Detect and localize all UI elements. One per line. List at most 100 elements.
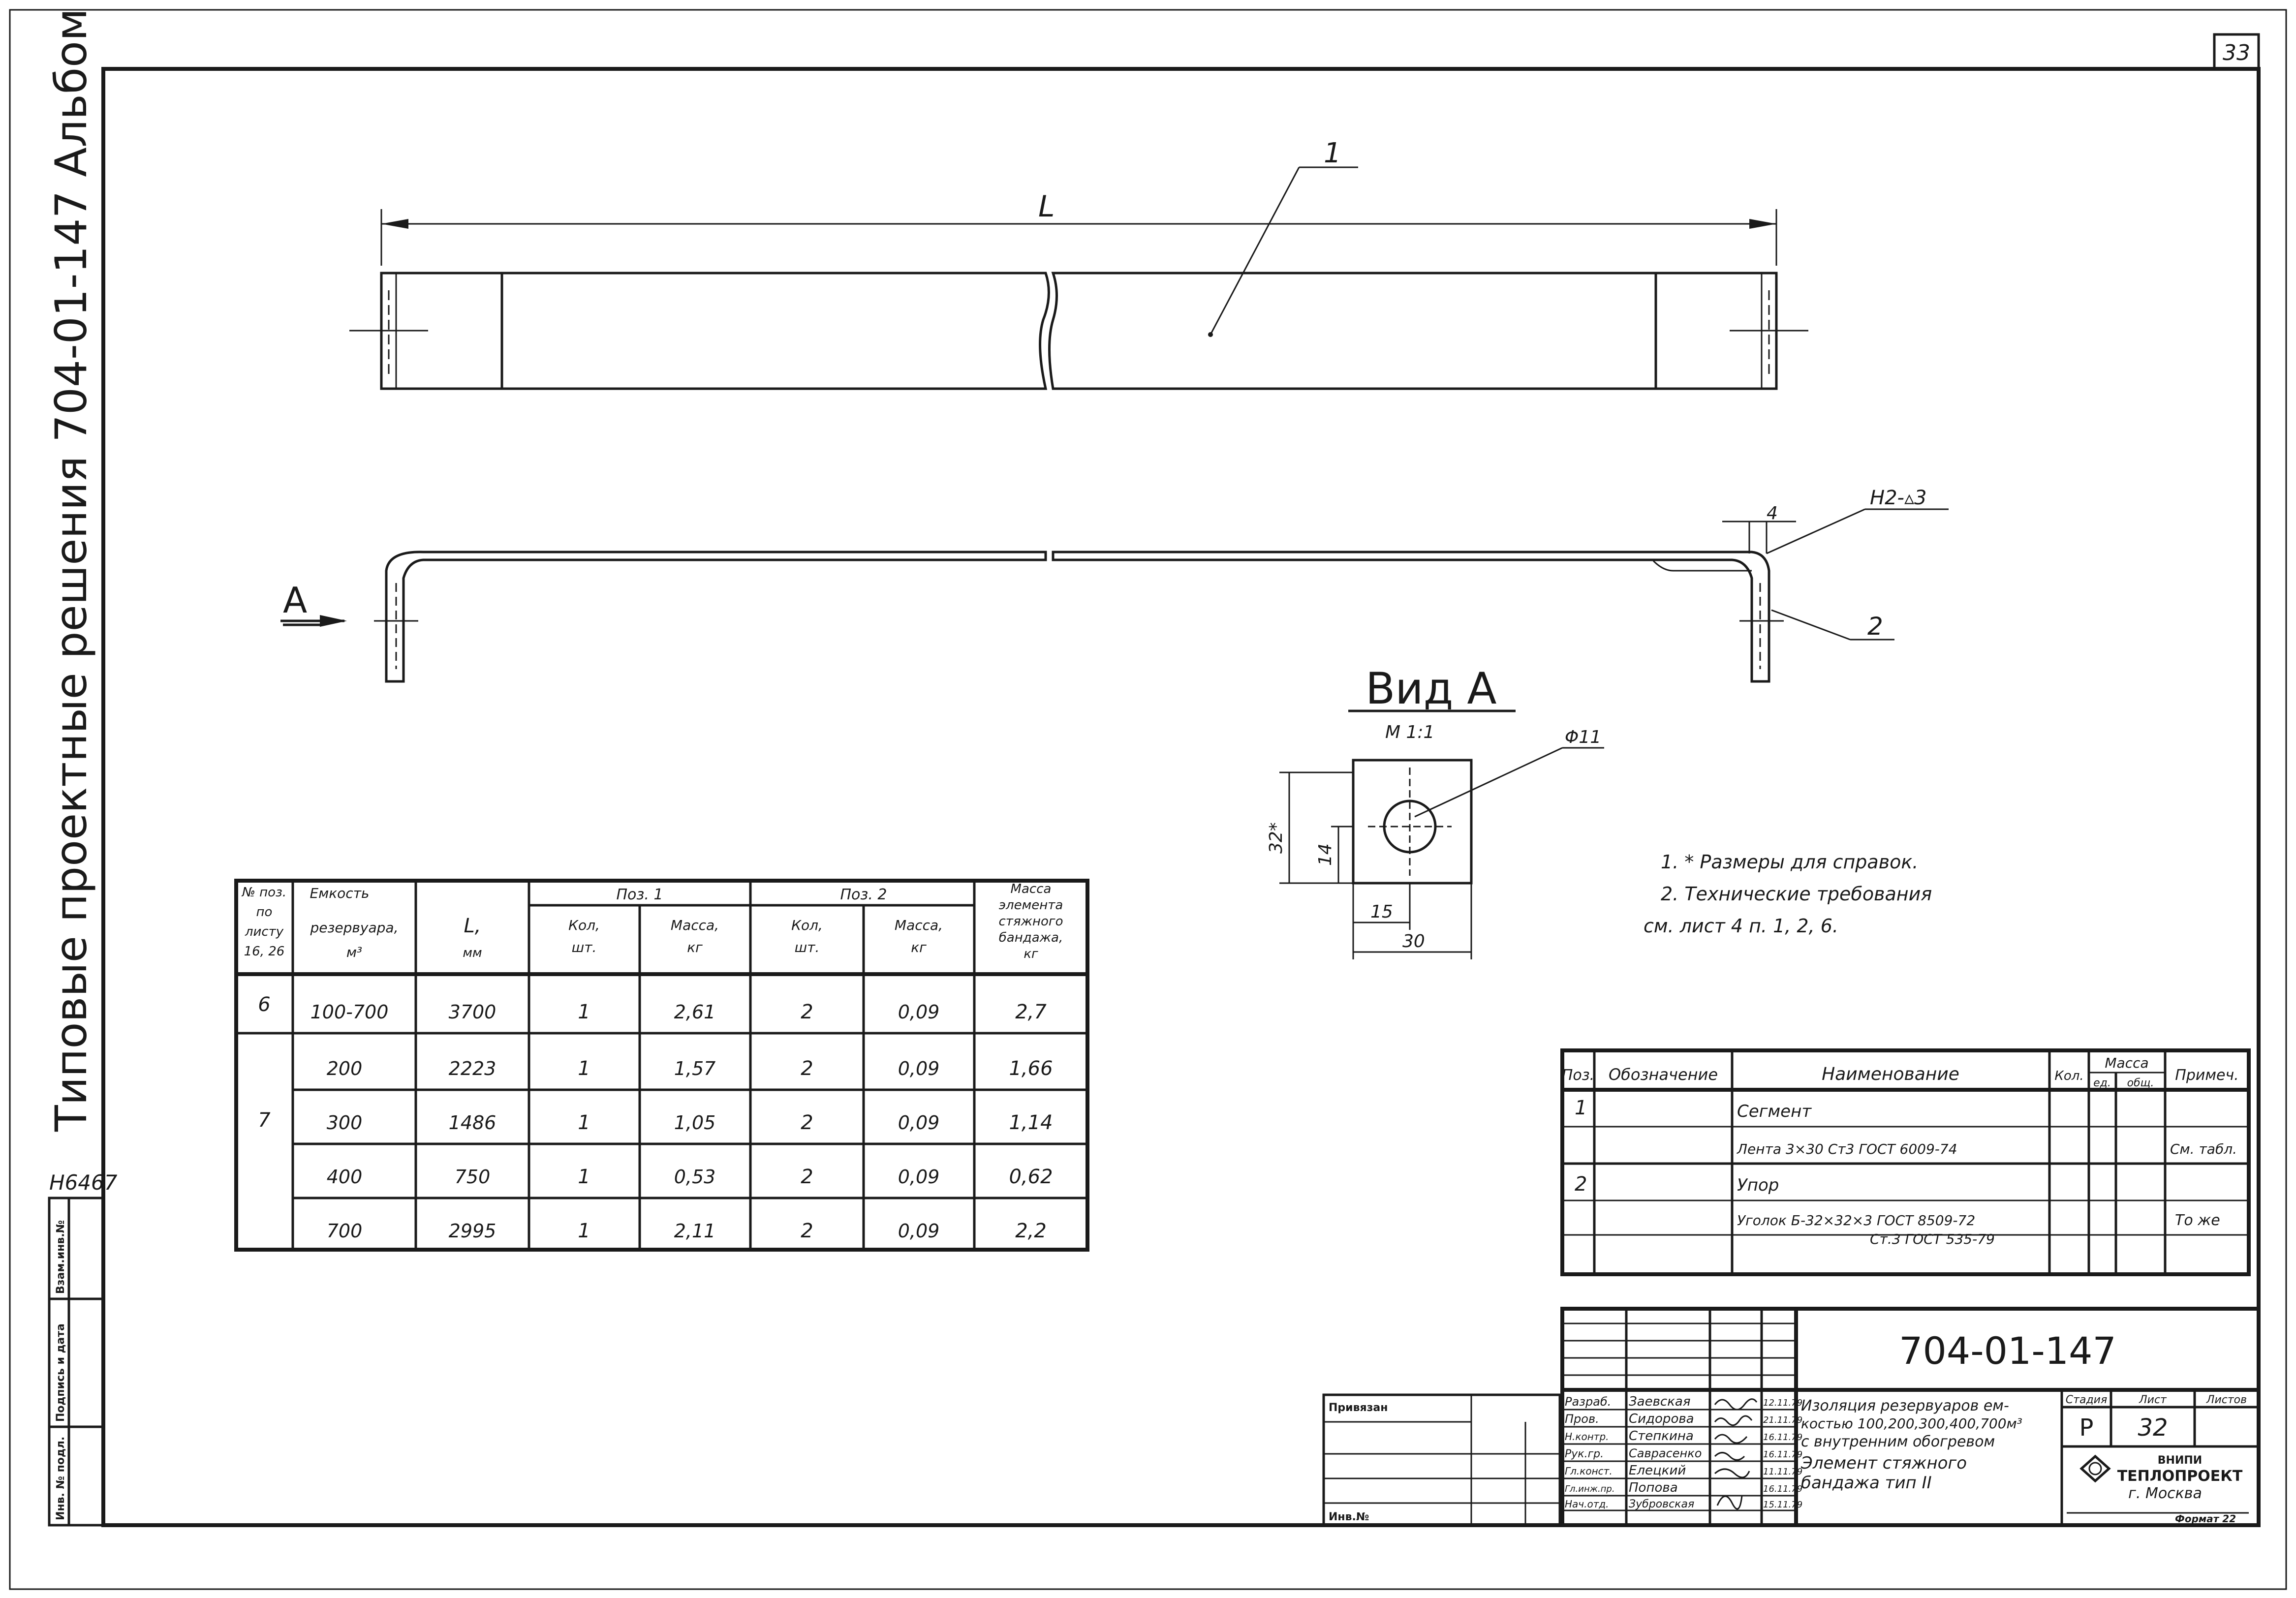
tb-org-3: г. Москва (2128, 1485, 2202, 1502)
view-a-dim-width: 30 (1402, 931, 1425, 952)
th-pos-2: по (256, 905, 273, 920)
tb-role-0: Разраб. (1565, 1395, 1611, 1409)
td-r3-total: 0,62 (1009, 1166, 1053, 1188)
stamp-label-inv: Инв. № подл. (55, 1437, 67, 1520)
td-r3-L: 750 (455, 1166, 491, 1188)
stamp-label-replace: Взам.инв.№ (55, 1220, 67, 1294)
td-r3-m1: 0,53 (674, 1166, 716, 1188)
top-view: L 1 (349, 137, 1808, 390)
tb-date-6: 15.11.79 (1763, 1500, 1802, 1510)
view-a-dim-hole-x: 15 (1370, 902, 1393, 922)
td-r1-capacity: 200 (327, 1058, 363, 1079)
tb-date-4: 11.11.79 (1763, 1467, 1802, 1477)
tb-name-4: Елецкий (1629, 1463, 1686, 1478)
th-length-1: L, (464, 915, 481, 937)
th-q1-2: шт. (572, 939, 597, 955)
tb-org-2: ТЕПЛОПРОЕКТ (2117, 1468, 2243, 1485)
td-r0-capacity: 100-700 (310, 1001, 389, 1023)
tb-date-2: 16.11.79 (1763, 1432, 1802, 1443)
td-r2-q1: 1 (578, 1111, 590, 1134)
th-q2-2: шт. (795, 939, 820, 955)
spec-r0-pos: 1 (1575, 1097, 1587, 1119)
tb-title-3: Элемент стяжного (1800, 1453, 1967, 1473)
front-view: А 4 Н2-▵3 2 (280, 487, 1949, 683)
view-a-hole-dia: Φ11 (1565, 727, 1601, 747)
spec-r2-name: Упор (1737, 1175, 1779, 1195)
title-block: Привязан Инв.№ Разраб. Пров. Н.контр. Ру… (1322, 1307, 2261, 1527)
album-code: Н6467 (49, 1170, 118, 1195)
tb-name-5: Попова (1629, 1480, 1678, 1495)
th-capacity-2: резервуара, (310, 920, 399, 936)
tb-role-4: Гл.конст. (1565, 1465, 1613, 1477)
stamp-label-sign: Подпись и дата (55, 1323, 67, 1422)
spec-th-mass: Масса (2105, 1055, 2148, 1071)
td-r2-L: 1486 (449, 1112, 496, 1134)
td-r4-capacity: 700 (327, 1220, 363, 1242)
signature-marks (1714, 1398, 1758, 1510)
callout-pos-1: 1 (1324, 137, 1341, 169)
spec-r3-name2: Ст.3 ГОСТ 535-79 (1870, 1231, 1995, 1247)
inner-frame (101, 67, 2261, 1527)
td-r0-pos: 6 (258, 993, 270, 1016)
tb-name-2: Степкина (1629, 1429, 1694, 1444)
page-number: 33 (2223, 40, 2250, 65)
tb-date-3: 16.11.79 (1763, 1449, 1802, 1460)
note-2-cont: см. лист 4 п. 1, 2, 6. (1644, 915, 1838, 937)
td-r0-m1: 2,61 (674, 1001, 716, 1023)
spec-r2-pos: 2 (1575, 1173, 1587, 1196)
outer-border (9, 9, 2287, 1590)
th-capacity-1: Емкость (310, 885, 369, 901)
td-r2-m1: 1,05 (674, 1112, 716, 1134)
td-r1-m2: 0,09 (898, 1058, 940, 1079)
td-r4-L: 2995 (449, 1220, 496, 1242)
td-r0-q1: 1 (578, 1001, 590, 1023)
tb-title-4: бандажа тип II (1801, 1473, 1932, 1493)
td-r3-q1: 1 (578, 1166, 590, 1188)
td-r4-q1: 1 (578, 1220, 590, 1242)
tb-role-3: Рук.гр. (1565, 1448, 1604, 1460)
privyazan-label: Привязан (1329, 1402, 1388, 1414)
tb-org-1: ВНИПИ (2158, 1454, 2202, 1467)
tb-title-2: с внутренним обогревом (1801, 1433, 1995, 1450)
page-number-box (2213, 33, 2260, 70)
th-capacity-3: м³ (346, 944, 362, 960)
inv-label: Инв.№ (1329, 1511, 1369, 1523)
notes: 1. * Размеры для справок. 2. Технические… (1644, 851, 1932, 937)
tb-title-0: Изоляция резервуаров ем- (1801, 1397, 2009, 1414)
th-q1-1: Кол, (568, 917, 600, 933)
tb-date-0: 12.11.79 (1763, 1398, 1802, 1408)
td-r1-pos: 7 (258, 1109, 271, 1132)
view-arrow-label: А (283, 580, 307, 621)
spec-th-unit: ед. (2093, 1077, 2111, 1089)
tb-title-1: костью 100,200,300,400,700м³ (1801, 1415, 2022, 1432)
spec-th-total: общ. (2127, 1077, 2154, 1089)
view-a-dim-hole-y: 14 (1315, 843, 1335, 866)
tb-name-6: Зубровская (1629, 1498, 1694, 1510)
th-q2-1: Кол, (791, 917, 823, 933)
td-r2-q2: 2 (801, 1111, 813, 1134)
th-em-3: стяжного (999, 914, 1063, 929)
td-r2-capacity: 300 (327, 1112, 363, 1134)
td-r1-L: 2223 (449, 1058, 496, 1079)
td-r3-m2: 0,09 (898, 1166, 940, 1188)
td-r1-q2: 2 (801, 1057, 813, 1080)
td-r1-q1: 1 (578, 1057, 590, 1080)
length-dim-label: L (1038, 189, 1055, 224)
td-r2-total: 1,14 (1009, 1111, 1053, 1134)
tb-sheet: 32 (2138, 1414, 2168, 1442)
td-r0-m2: 0,09 (898, 1001, 940, 1023)
note-1: 1. * Размеры для справок. (1661, 851, 1918, 873)
note-2: 2. Технические требования (1661, 883, 1932, 905)
th-m1-2: кг (687, 939, 703, 955)
tb-code: 704-01-147 (1899, 1329, 2116, 1373)
view-a-plate (1352, 759, 1473, 885)
spec-th-name: Наименование (1822, 1064, 1959, 1084)
tb-role-6: Нач.отд. (1565, 1498, 1609, 1510)
tb-sheet-label: Лист (2139, 1394, 2167, 1406)
spec-th-qty: Кол. (2054, 1069, 2083, 1083)
th-m1-1: Масса, (671, 917, 719, 933)
dimensions-table: № поз. по листу 16, 26 Емкость резервуар… (234, 879, 1089, 1252)
td-r2-m2: 0,09 (898, 1112, 940, 1134)
th-em-4: бандажа, (999, 930, 1063, 945)
